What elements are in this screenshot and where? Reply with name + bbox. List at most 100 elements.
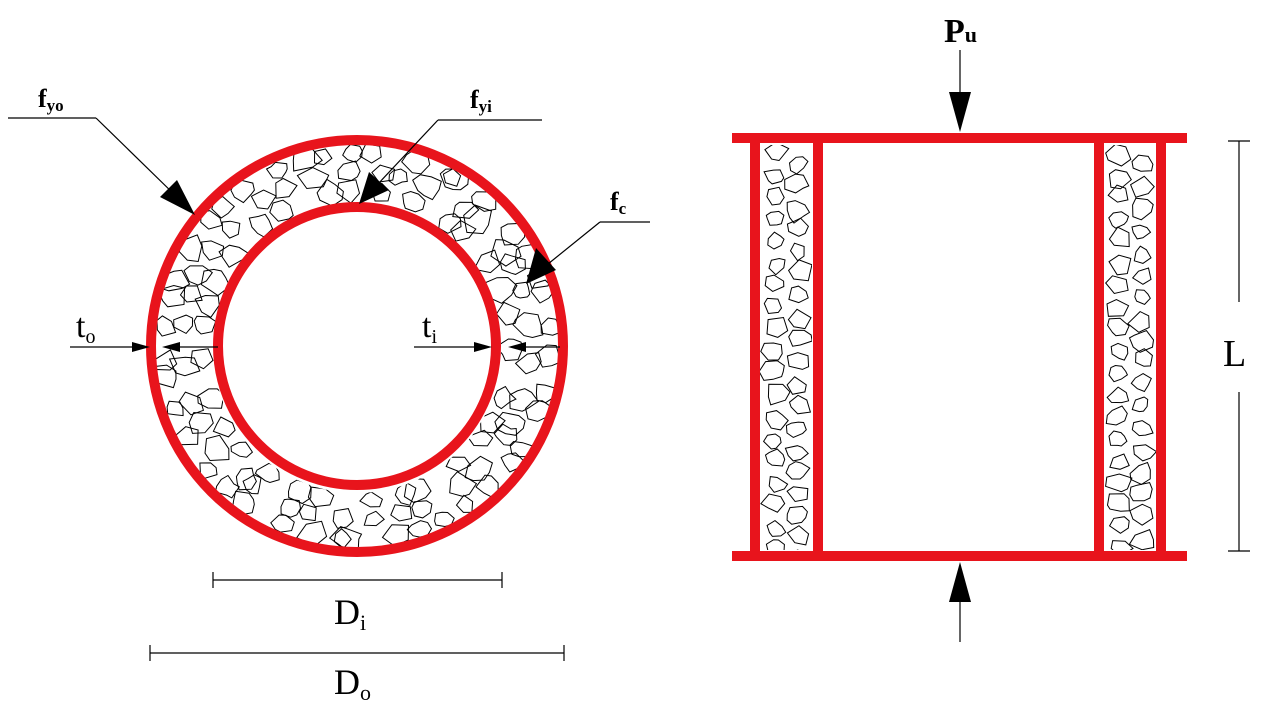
label-pu: Pu (944, 13, 977, 50)
aggregate-stone (390, 504, 413, 522)
aggregate-stone (1105, 275, 1129, 295)
arrow-icon (508, 342, 526, 352)
aggregate-stone (1110, 540, 1134, 550)
aggregate-stone (1105, 473, 1133, 493)
aggregate-stone (1128, 329, 1155, 353)
aggregate-stone (188, 411, 214, 434)
aggregate-stone (1108, 226, 1130, 248)
arrow-icon (359, 172, 389, 204)
aggregate-stone (200, 268, 231, 297)
aggregate-stone (200, 210, 223, 230)
fyi-leader (359, 119, 542, 204)
aggregate-stone (412, 174, 442, 201)
aggregate-stone (768, 257, 786, 276)
aggregate-stone (1106, 493, 1130, 512)
aggregate-stone (512, 281, 531, 299)
aggregate-stone (1131, 396, 1149, 413)
aggregate-stone (1108, 169, 1132, 190)
aggregate-stone (363, 510, 385, 527)
aggregate-stone (788, 285, 809, 304)
arrow-icon (160, 180, 195, 215)
aggregate-stone (768, 476, 789, 493)
aggregate-stone (332, 508, 354, 529)
aggregate-stone (764, 448, 786, 467)
aggregate-stone (1105, 145, 1132, 167)
aggregate-stone (221, 220, 241, 239)
aggregate-stone (337, 160, 361, 182)
aggregate-stone (179, 285, 203, 303)
aggregate-stone (765, 410, 789, 431)
aggregate-stone (766, 316, 789, 338)
aggregate-stone (785, 461, 811, 480)
label-to: to (76, 308, 95, 348)
aggregate-stone (411, 500, 433, 519)
aggregate-stone (1133, 245, 1152, 264)
aggregate-stone (173, 314, 194, 335)
inner-steel-tube (213, 202, 501, 490)
aggregate-stone (212, 416, 236, 438)
aggregate-stone (452, 201, 480, 219)
aggregate-stone (250, 189, 277, 210)
ti-thickness-marker (414, 342, 560, 352)
aggregate-stone (1132, 444, 1156, 462)
aggregate-stone (1127, 310, 1150, 333)
aggregate-stone (787, 259, 812, 282)
right-concrete-strip (1105, 145, 1156, 550)
aggregate-stone (473, 249, 501, 274)
aggregate-stone (178, 391, 205, 416)
aggregate-stone (1106, 386, 1130, 404)
aggregate-stone (1108, 364, 1129, 383)
aggregate-stone (495, 301, 521, 326)
aggregate-stone (1106, 298, 1130, 317)
aggregate-stone (1107, 317, 1130, 337)
aggregate-stone (786, 376, 807, 395)
aggregate-stone (767, 383, 791, 406)
aggregate-stone (168, 356, 201, 377)
do-dimension-line (149, 645, 565, 661)
label-fyo: fyo (38, 84, 64, 115)
arrow-icon (949, 562, 971, 602)
aggregate-stone (764, 145, 790, 162)
aggregate-stone (296, 167, 330, 190)
aggregate-stone (788, 394, 812, 415)
aggregate-stone (760, 342, 783, 361)
aggregate-stone (1129, 503, 1154, 526)
aggregate-stone (152, 349, 178, 371)
aggregate-stone (269, 199, 294, 222)
aggregate-stone (762, 433, 782, 450)
aggregate-stone (760, 493, 786, 513)
aggregate-stone (1129, 175, 1155, 198)
aggregate-stone (190, 348, 214, 370)
aggregate-stone (1128, 529, 1155, 550)
label-fyi: fyi (470, 85, 492, 116)
aggregate-stone (1129, 461, 1151, 485)
aggregate-stone (1131, 420, 1154, 437)
aggregate-stone (248, 213, 274, 238)
label-di: Di (334, 592, 366, 635)
aggregate-stone (786, 505, 808, 525)
aggregate-stone (764, 274, 785, 292)
aggregate-stone (265, 161, 288, 179)
aggregate-stone (449, 471, 478, 497)
aggregate-stone (157, 284, 186, 308)
aggregate-stone (194, 294, 220, 318)
aggregate-stone (298, 503, 317, 522)
aggregate-stone (464, 455, 494, 482)
aggregate-stone (763, 297, 783, 315)
aggregate-stone (254, 462, 280, 484)
aggregate-stone (466, 429, 494, 447)
aggregate-stone (313, 148, 333, 166)
aggregate-stone (342, 143, 363, 163)
aggregate-stone (514, 352, 542, 375)
aggregate-stone (784, 445, 809, 462)
aggregate-stone (499, 253, 526, 275)
aggregate-stone (763, 169, 785, 185)
aggregate-stone (333, 528, 352, 548)
aggregate-stone (786, 525, 810, 546)
aggregate-stone (230, 441, 254, 458)
label-length: L (1223, 333, 1246, 375)
elevation-view (732, 133, 1187, 561)
aggregate-stone (471, 191, 497, 212)
aggregate-stone (359, 491, 384, 508)
